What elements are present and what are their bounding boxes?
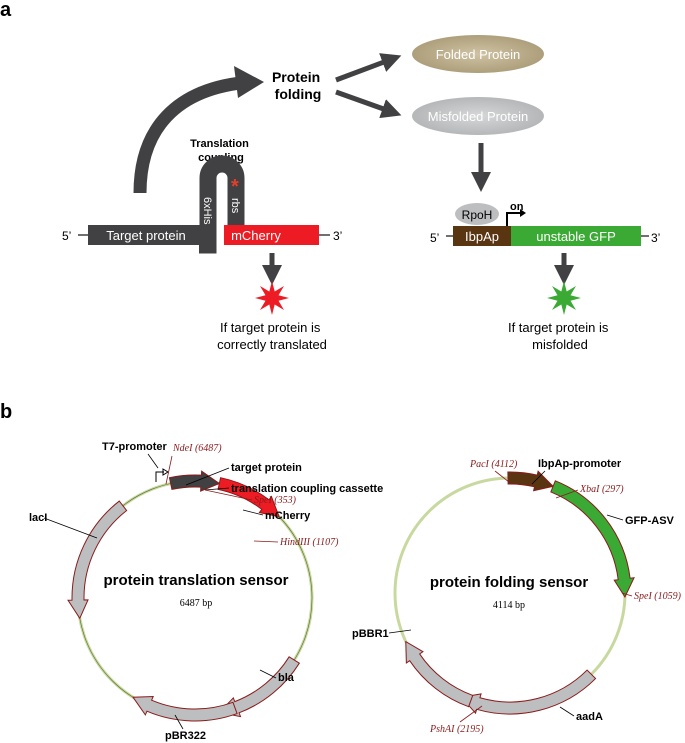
hindiii-label: HindIII (1107) (279, 537, 339, 548)
ibpap-promoter-arrow (507, 470, 555, 492)
red-star-icon (255, 281, 289, 315)
left-plasmid-size: 6487 bp (180, 598, 213, 609)
folded-protein-ellipse (412, 35, 544, 73)
three-prime-right: 3’ (651, 231, 660, 245)
ibpap-promoter-label: IbpAp-promoter (538, 458, 622, 470)
mcherry-box (224, 225, 319, 245)
pbbr1-arrow (405, 640, 474, 708)
rpoh-label: RpoH (462, 208, 493, 222)
misfolded-protein-ellipse (412, 97, 544, 135)
target-protein-label: Target protein (106, 228, 186, 243)
rbs-label: rbs (229, 198, 241, 214)
green-star-icon (547, 281, 581, 315)
spei-right-label: SpeI (1059) (634, 591, 682, 602)
panel-a-label: a (0, 0, 12, 21)
his-tag-label: 6xHis (201, 197, 213, 225)
aada-label: aadA (576, 711, 603, 723)
pbr322-arrow (132, 695, 238, 722)
protein-folding-label: Protein folding (272, 69, 324, 102)
translation-sensor-plasmid: protein translation sensor 6487 bp T7-pr… (29, 441, 383, 742)
folded-protein-label: Folded Protein (436, 47, 521, 62)
rpoh-ellipse (455, 203, 499, 225)
unstable-gfp-label: unstable GFP (536, 229, 616, 244)
promoter-arrow-head-icon (520, 209, 526, 217)
unstable-gfp-box (511, 226, 641, 246)
pbr322-label: pBR322 (165, 730, 206, 742)
pshai-label: PshAI (2195) (429, 724, 484, 735)
aada-arrow (460, 669, 597, 715)
mcherry-arrow (217, 477, 280, 518)
three-prime-left: 3’ (333, 229, 342, 243)
arrow-to-folded-icon (335, 53, 402, 83)
five-prime-right: 5’ (430, 231, 439, 245)
ndei-label: NdeI (6487) (172, 443, 222, 454)
target-protein-label-b: target protein (231, 462, 302, 474)
gfp-asv-arrow (550, 480, 635, 599)
caption-right: If target protein is misfolded (508, 320, 612, 352)
on-label: on (510, 201, 524, 213)
laci-label: lacI (29, 512, 47, 524)
mcherry-label-b: mCherry (265, 510, 311, 522)
rbs-asterisk: * (231, 176, 239, 198)
coupling-hairpin (199, 155, 245, 254)
ibpap-box (453, 226, 511, 246)
target-protein-arrow (168, 470, 221, 492)
panel-b-label: b (0, 401, 12, 423)
pbbr1-label: pBBR1 (352, 628, 389, 640)
caption-left: If target protein is correctly translate… (217, 320, 327, 352)
five-prime-left: 5’ (62, 229, 71, 243)
ibpap-label: IbpAp (465, 229, 499, 244)
arrow-to-misfolded-icon (335, 89, 402, 119)
t7-promoter-icon (155, 471, 164, 482)
gfp-asv-label: GFP-ASV (625, 515, 675, 527)
mcherry-label: mCherry (231, 228, 281, 243)
promoter-arrow-icon (506, 212, 520, 226)
misfolded-protein-label: Misfolded Protein (428, 109, 528, 124)
xbai-label: XbaI (297) (579, 484, 624, 495)
target-protein-box (88, 225, 204, 245)
right-plasmid-size: 4114 bp (493, 600, 525, 611)
t7-promoter-label: T7-promoter (102, 441, 168, 453)
folding-sensor-plasmid: protein folding sensor 4114 bp PacI (411… (352, 458, 682, 735)
curved-arrow-head-icon (234, 66, 264, 98)
curved-arrow-icon (133, 75, 251, 194)
coupling-cassette-label: translation coupling cassette (231, 483, 383, 495)
right-plasmid-name: protein folding sensor (430, 574, 588, 591)
paci-label: PacI (4112) (469, 459, 518, 470)
left-plasmid-name: protein translation sensor (103, 572, 288, 589)
lacI-arrow (67, 500, 128, 620)
spei-left-label: SpeI (353) (254, 495, 297, 506)
bla-label: bla (278, 672, 295, 684)
